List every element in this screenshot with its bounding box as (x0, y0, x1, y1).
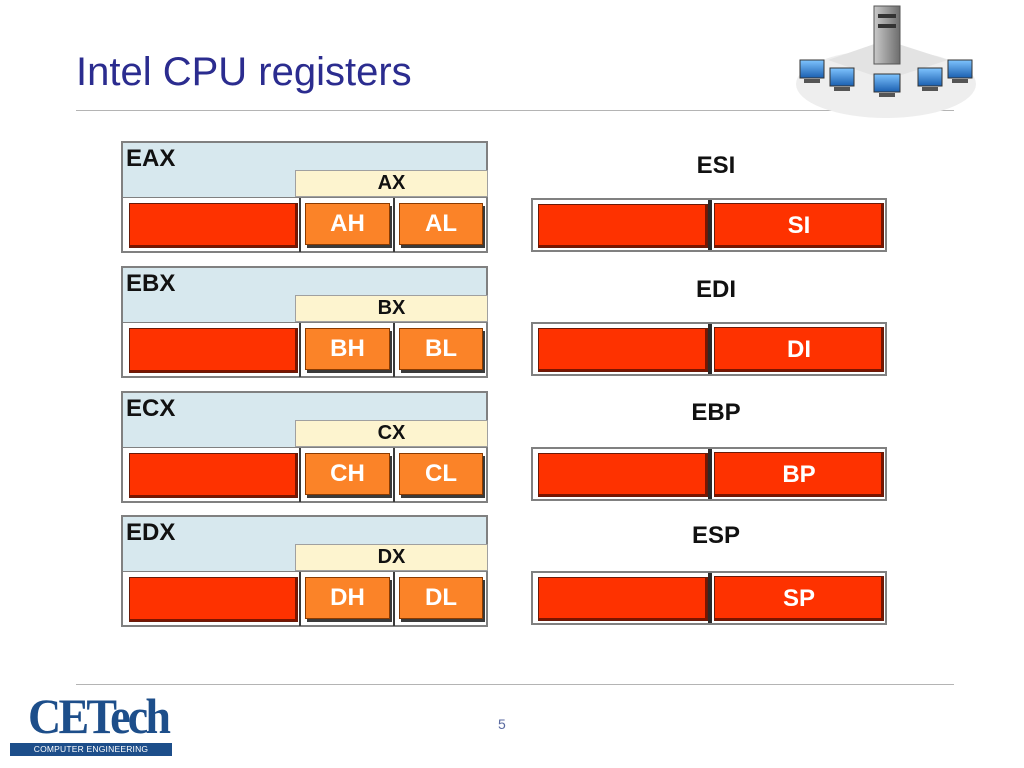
register-block-ebp: EBP BP (531, 399, 887, 501)
register-label-eax: EAX (126, 145, 176, 172)
register-16bit-di: DI (714, 327, 884, 372)
upper-half-segment (129, 203, 298, 248)
register-16bit-si: SI (714, 203, 884, 248)
register-bar-eax: AH AL (121, 197, 488, 253)
register-16bit-bx: BX (295, 295, 488, 322)
segment-divider (299, 448, 301, 502)
slide-title: Intel CPU registers (76, 50, 412, 94)
register-16bit-cx: CX (295, 420, 488, 447)
upper-half-segment (538, 328, 708, 372)
register-bar-ecx: CH CL (121, 447, 488, 503)
register-16bit-bp: BP (714, 452, 884, 497)
register-label-ecx: ECX (126, 395, 176, 422)
register-bar-ebp: BP (531, 447, 887, 501)
register-label-esp: ESP (691, 522, 741, 549)
page-number: 5 (498, 716, 506, 732)
register-bar-ebx: BH BL (121, 322, 488, 378)
register-label-edi: EDI (695, 276, 736, 303)
upper-half-segment (129, 328, 298, 373)
logo-main-text: CETech (28, 688, 171, 744)
register-block-ecx: ECX CX CH CL (121, 391, 488, 503)
top-divider (76, 110, 954, 111)
register-bar-esi: SI (531, 198, 887, 252)
segment-divider (708, 324, 712, 374)
segment-divider (708, 200, 712, 250)
register-label-esi: ESI (696, 152, 736, 179)
register-low-byte-al: AL (399, 203, 483, 245)
logo-strip-text: COMPUTER ENGINEERING TECHNOLOGY (10, 743, 172, 767)
register-low-byte-dl: DL (399, 577, 483, 619)
register-low-byte-cl: CL (399, 453, 483, 495)
segment-divider (299, 323, 301, 377)
register-block-edi: EDI DI (531, 276, 887, 376)
cetech-logo: CETech COMPUTER ENGINEERING TECHNOLOGY (10, 688, 172, 767)
network-computers-icon (796, 5, 976, 118)
register-high-byte-ah: AH (305, 203, 390, 245)
register-bar-edi: DI (531, 322, 887, 376)
segment-divider (708, 449, 712, 499)
upper-half-segment (129, 577, 298, 622)
register-high-byte-dh: DH (305, 577, 390, 619)
upper-half-segment (538, 204, 708, 248)
segment-divider (708, 573, 712, 623)
register-low-byte-bl: BL (399, 328, 483, 370)
segment-divider (393, 323, 395, 377)
segment-divider (393, 448, 395, 502)
register-label-edx: EDX (126, 519, 176, 546)
register-block-esi: ESI SI (531, 152, 887, 252)
register-16bit-ax: AX (295, 170, 488, 197)
register-block-eax: EAX AX AH AL (121, 141, 488, 253)
register-label-ebp: EBP (691, 399, 741, 426)
register-block-esp: ESP SP (531, 522, 887, 625)
register-high-byte-ch: CH (305, 453, 390, 495)
bottom-divider (76, 684, 954, 685)
register-bar-esp: SP (531, 571, 887, 625)
register-bar-edx: DH DL (121, 571, 488, 627)
register-16bit-sp: SP (714, 576, 884, 621)
upper-half-segment (538, 577, 708, 621)
upper-half-segment (129, 453, 298, 498)
segment-divider (299, 572, 301, 626)
upper-half-segment (538, 453, 708, 497)
register-16bit-dx: DX (295, 544, 488, 571)
segment-divider (393, 198, 395, 252)
register-high-byte-bh: BH (305, 328, 390, 370)
register-label-ebx: EBX (126, 270, 176, 297)
register-block-edx: EDX DX DH DL (121, 515, 488, 627)
segment-divider (393, 572, 395, 626)
register-block-ebx: EBX BX BH BL (121, 266, 488, 378)
segment-divider (299, 198, 301, 252)
